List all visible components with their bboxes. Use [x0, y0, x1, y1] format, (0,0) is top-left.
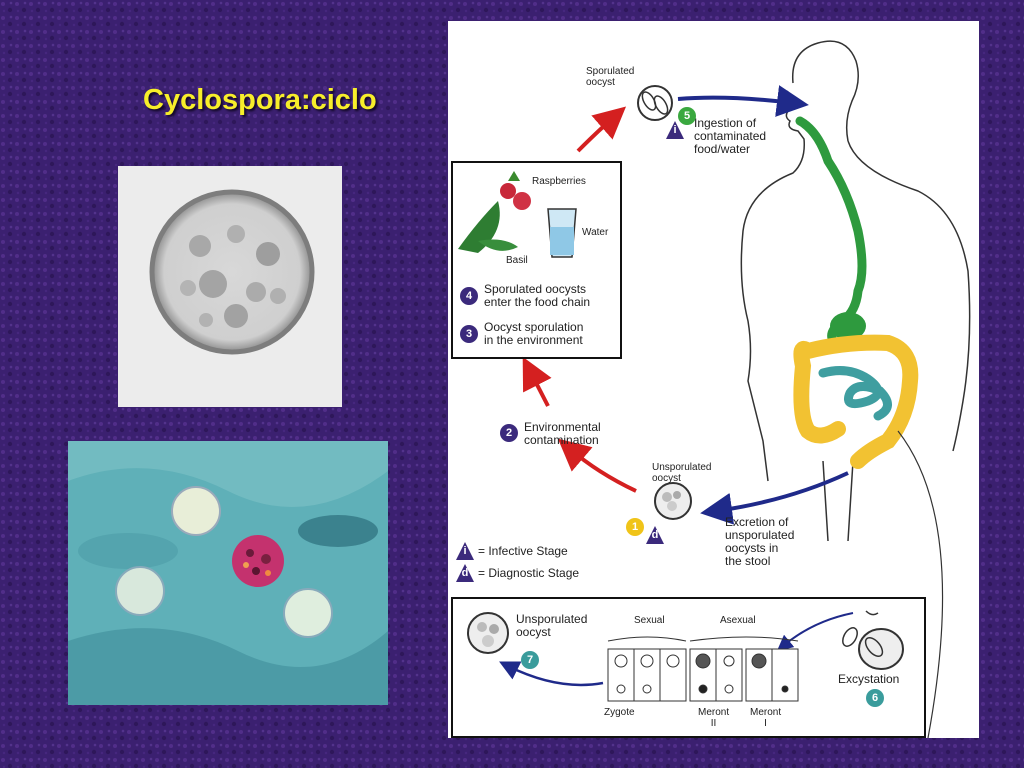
excretion-label: Excretion of unsporulated oocysts in the…	[725, 515, 795, 568]
arrow-sporulation	[522, 356, 552, 407]
arrow-to-ingestion	[677, 85, 809, 117]
meront-1-label: Meront I	[750, 707, 782, 729]
excystation-icon	[842, 610, 904, 670]
unsporulated-oocyst-bottom-label: Unsporulated oocyst	[516, 612, 588, 639]
environment-box	[451, 161, 622, 359]
stage-4-badge: 4	[460, 287, 478, 305]
water-glass-icon	[547, 208, 577, 258]
sporulated-oocyst-label: Sporulated oocyst	[586, 66, 635, 88]
unsporulated-oocyst-bottom-icon	[467, 612, 509, 654]
life-cycle-diagram: Sporulated oocyst Ingestion of contamina…	[448, 21, 979, 738]
raspberries-icon	[500, 171, 531, 210]
stage-7-badge: 7	[521, 651, 539, 669]
stage-6-badge: 6	[866, 689, 884, 707]
unsporulated-oocyst-icon	[654, 482, 692, 520]
arrow-excystation	[776, 612, 854, 652]
oocyst-micrograph	[118, 166, 342, 407]
development-box	[451, 597, 926, 738]
legend-diagnostic-label: = Diagnostic Stage	[478, 566, 580, 580]
stage-1-badge: 1	[626, 518, 644, 536]
water-label: Water	[582, 227, 609, 238]
zygote-label: Zygote	[604, 707, 635, 718]
asexual-label: Asexual	[720, 615, 756, 626]
meront-2-label: Meront II	[698, 707, 730, 729]
stage-3-badge: 3	[460, 325, 478, 343]
basil-label: Basil	[506, 255, 528, 266]
sporulated-oocyst-icon	[637, 85, 673, 121]
slide-title: Cyclospora:ciclo	[143, 84, 377, 116]
stage-3-label: Oocyst sporulation in the environment	[484, 320, 584, 347]
stage-2-label: Environmental contamination	[524, 420, 601, 447]
legend-infective-label: = Infective Stage	[478, 544, 568, 558]
arrow-food-chain	[576, 106, 627, 153]
excystation-label: Excystation	[838, 672, 900, 686]
stained-smear-micrograph	[68, 441, 388, 705]
unsporulated-oocyst-label: Unsporulated oocyst	[652, 462, 712, 484]
stage-5-badge: 5	[678, 107, 696, 125]
small-intestine	[818, 366, 892, 421]
basil-icon	[458, 201, 518, 253]
raspberries-label: Raspberries	[532, 176, 586, 187]
arrow-env-contamination	[557, 438, 637, 493]
sexual-label: Sexual	[634, 615, 665, 626]
ingestion-label: Ingestion of contaminated food/water	[694, 116, 767, 156]
arrow-to-unsporulated	[499, 661, 604, 687]
stage-4-label: Sporulated oocysts enter the food chain	[484, 282, 591, 309]
esophagus-stomach	[795, 116, 867, 346]
stage-2-badge: 2	[500, 424, 518, 442]
arrow-excretion	[700, 471, 849, 525]
stage-cells	[607, 648, 799, 702]
large-intestine	[793, 334, 919, 469]
